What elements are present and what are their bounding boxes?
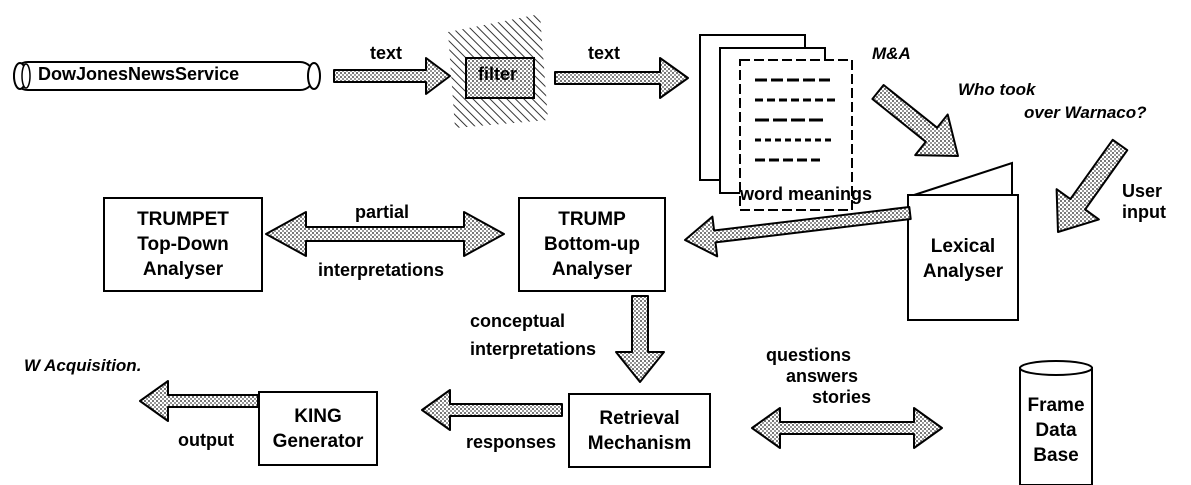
answers-label: answers <box>786 366 859 386</box>
output-label: output <box>178 430 234 450</box>
query-annotation-line-1: Who took <box>958 80 1036 99</box>
text-label-2: text <box>588 43 621 63</box>
conceptual-label: conceptual <box>470 311 566 331</box>
trumpet-box: TRUMPET Top-Down Analyser <box>103 197 263 292</box>
partial-label: partial <box>355 202 410 222</box>
lexical-line-1: Lexical <box>930 236 996 257</box>
lexical-folder-shape <box>907 161 1019 321</box>
text-label-1: text <box>370 43 403 63</box>
trump-line-1: TRUMP <box>558 209 626 230</box>
responses-label: responses <box>466 432 557 452</box>
user-input-arrow <box>1055 138 1129 233</box>
query-annotation-line-2: over Warnaco? <box>1024 103 1147 122</box>
frame-db-box: Frame Data Base <box>1022 378 1090 482</box>
retrieval-box: Retrieval Mechanism <box>568 393 711 468</box>
trumpet-line-1: TRUMPET <box>137 209 229 230</box>
ma-arrow <box>871 84 959 157</box>
retrieval-line-2: Mechanism <box>587 432 692 454</box>
king-box: KING Generator <box>258 391 378 466</box>
word-meanings-label: word meanings <box>740 184 873 204</box>
king-line-2: Generator <box>272 430 364 452</box>
stories-label: stories <box>812 387 872 407</box>
news-service-label: DowJonesNewsService <box>38 64 240 84</box>
word-meanings-arrow <box>684 206 912 258</box>
questions-arrow <box>751 407 943 449</box>
questions-label: questions <box>766 345 852 365</box>
conceptual-arrow <box>615 295 665 383</box>
text-arrow-2 <box>554 57 689 99</box>
trump-line-2: Bottom-up <box>543 234 641 255</box>
responses-arrow <box>421 389 563 431</box>
lexical-box: Lexical Analyser <box>910 200 1016 318</box>
trumpet-line-2: Top-Down <box>137 234 229 255</box>
output-arrow <box>139 380 259 422</box>
frame-db-cylinder <box>1019 360 1093 485</box>
document-stack-icon <box>699 34 853 211</box>
arrow-layer <box>139 57 1129 449</box>
input-label: input <box>1122 202 1166 222</box>
frame-db-line-3: Base <box>1033 444 1079 466</box>
king-line-1: KING <box>294 405 342 427</box>
trump-line-3: Analyser <box>551 259 633 280</box>
filter-hatch <box>448 14 548 128</box>
conceptual-interpretations-label: interpretations <box>470 339 597 359</box>
lexical-line-2: Analyser <box>922 261 1004 282</box>
interpretations-label: interpretations <box>318 260 445 280</box>
trumpet-line-3: Analyser <box>142 259 224 280</box>
ma-annotation: M&A <box>872 44 911 63</box>
filter-label: filter <box>478 64 518 84</box>
w-acquisition-annotation: W Acquisition. <box>24 356 142 375</box>
partial-arrow <box>265 211 505 257</box>
user-label: User <box>1122 181 1163 201</box>
retrieval-line-1: Retrieval <box>599 407 680 429</box>
news-service-pipe <box>13 61 321 91</box>
frame-db-line-2: Data <box>1035 419 1077 441</box>
text-arrow-1 <box>333 57 451 95</box>
frame-db-line-1: Frame <box>1027 394 1085 416</box>
trump-box: TRUMP Bottom-up Analyser <box>518 197 666 292</box>
